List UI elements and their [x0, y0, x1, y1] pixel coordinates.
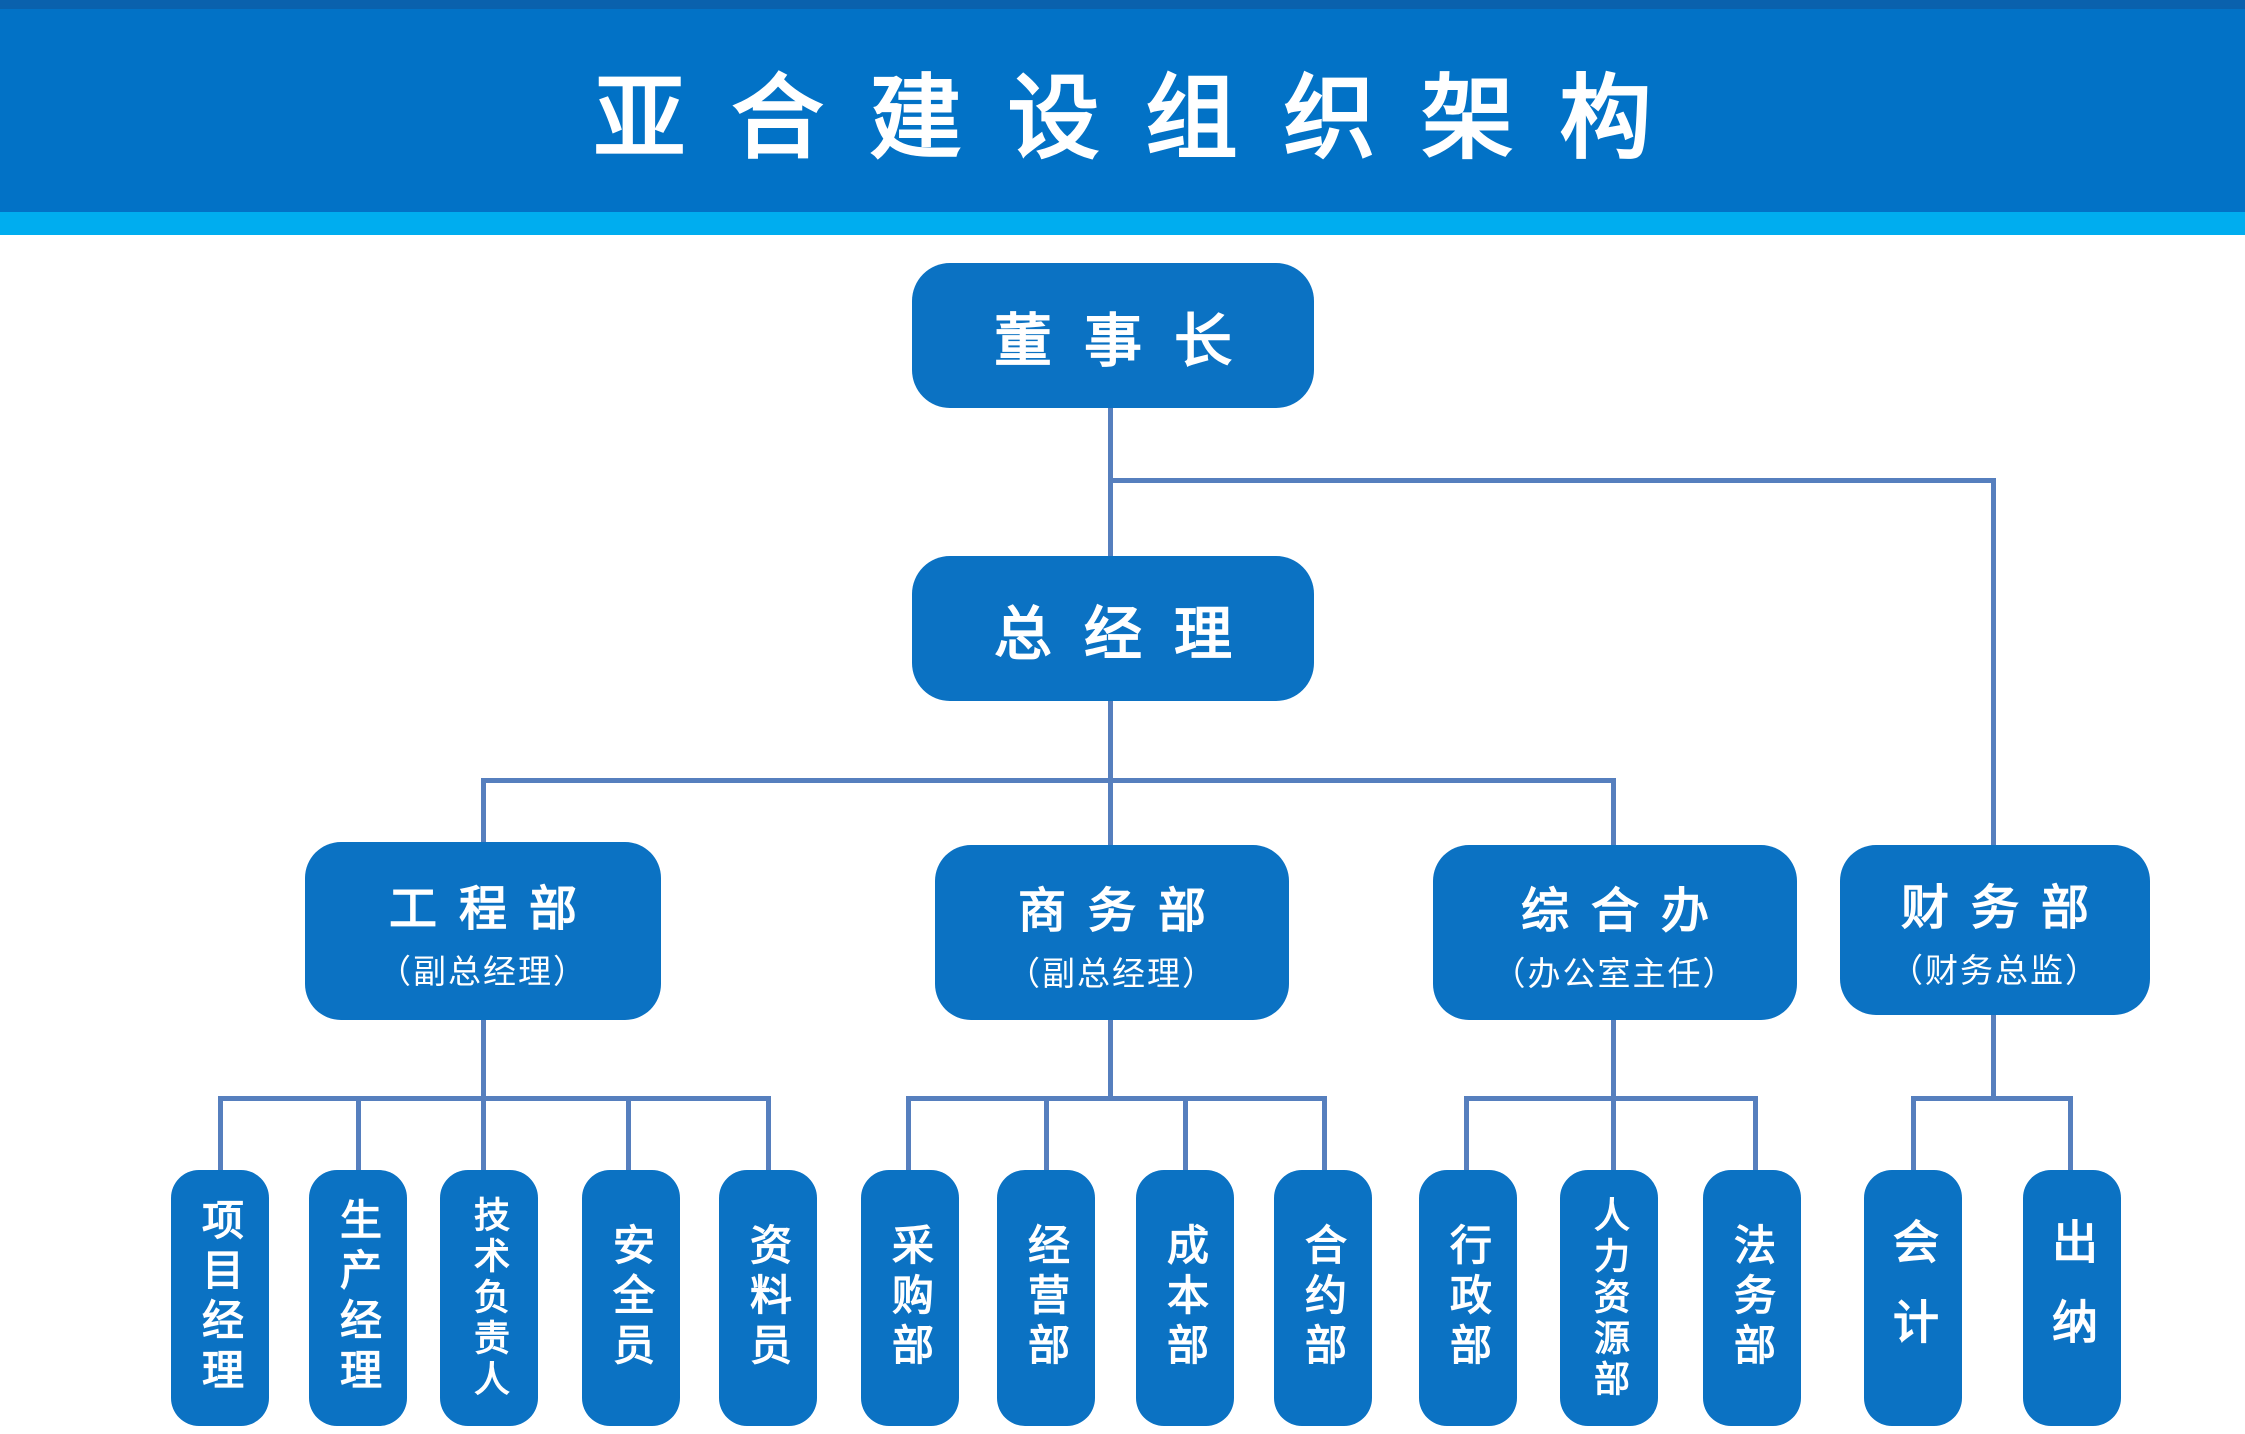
connector-line	[1991, 1013, 1996, 1100]
connector-line	[626, 1096, 631, 1170]
connector-line	[1464, 1096, 1758, 1101]
connector-line	[1183, 1096, 1188, 1170]
connector-line	[1464, 1096, 1469, 1170]
connector-line	[906, 1096, 1327, 1101]
commerce-dept-title: 商务部	[1017, 884, 1228, 938]
page-title: 亚合建设组织架构	[593, 68, 1698, 170]
general-office-title: 综合办	[1520, 884, 1731, 938]
connector-line	[1911, 1096, 2073, 1101]
node-general-manager-label: 总经理	[993, 601, 1264, 667]
connector-line	[218, 1096, 223, 1170]
node-cost-dept: 成本部	[1136, 1170, 1234, 1426]
connector-line	[1044, 1096, 1049, 1170]
connector-line	[766, 1096, 771, 1170]
general-office-subtitle: （办公室主任）	[1492, 954, 1738, 992]
node-chairman-label: 董事长	[993, 308, 1264, 374]
node-general-office: 综合办 （办公室主任）	[1433, 845, 1797, 1020]
node-commerce-dept: 商务部 （副总经理）	[935, 845, 1289, 1020]
node-hr-dept: 人力资源部	[1560, 1170, 1658, 1426]
node-general-manager: 总经理	[912, 556, 1314, 701]
connector-line	[1753, 1096, 1758, 1170]
connector-line	[1108, 700, 1113, 783]
connector-line	[2068, 1096, 2073, 1170]
node-contract-dept: 合约部	[1274, 1170, 1372, 1426]
node-production-manager: 生产经理	[309, 1170, 407, 1426]
node-project-manager: 项目经理	[171, 1170, 269, 1426]
connector-line	[481, 778, 1616, 783]
node-operations-dept: 经营部	[997, 1170, 1095, 1426]
node-technical-lead: 技术负责人	[440, 1170, 538, 1426]
connector-line	[218, 1096, 771, 1101]
connector-line	[1611, 1018, 1616, 1170]
node-legal-dept: 法务部	[1703, 1170, 1801, 1426]
connector-line	[1991, 478, 1996, 846]
connector-line	[1108, 478, 1996, 483]
header-accent-stripe	[0, 212, 2245, 235]
connector-line	[1108, 778, 1113, 846]
finance-dept-title: 财务部	[1900, 882, 2111, 935]
node-accountant: 会计	[1864, 1170, 1962, 1426]
node-finance-dept: 财务部 （财务总监）	[1840, 845, 2150, 1015]
engineering-dept-title: 工程部	[388, 883, 599, 936]
commerce-dept-subtitle: （副总经理）	[1007, 954, 1217, 992]
node-cashier: 出纳	[2023, 1170, 2121, 1426]
connector-line	[1911, 1096, 1916, 1170]
node-procurement-dept: 采购部	[861, 1170, 959, 1426]
connector-line	[481, 778, 486, 842]
node-document-clerk: 资料员	[719, 1170, 817, 1426]
node-chairman: 董事长	[912, 263, 1314, 408]
connector-line	[1322, 1096, 1327, 1170]
connector-line	[1611, 778, 1616, 846]
connector-line	[906, 1096, 911, 1170]
connector-line	[356, 1096, 361, 1170]
engineering-dept-subtitle: （副总经理）	[378, 953, 588, 990]
node-safety-officer: 安全员	[582, 1170, 680, 1426]
connector-line	[1108, 1018, 1113, 1100]
finance-dept-subtitle: （财务总监）	[1890, 952, 2100, 989]
node-engineering-dept: 工程部 （副总经理）	[305, 842, 661, 1020]
connector-line	[481, 1018, 486, 1170]
header-banner: 亚合建设组织架构	[0, 0, 2245, 212]
node-administration-dept: 行政部	[1419, 1170, 1517, 1426]
